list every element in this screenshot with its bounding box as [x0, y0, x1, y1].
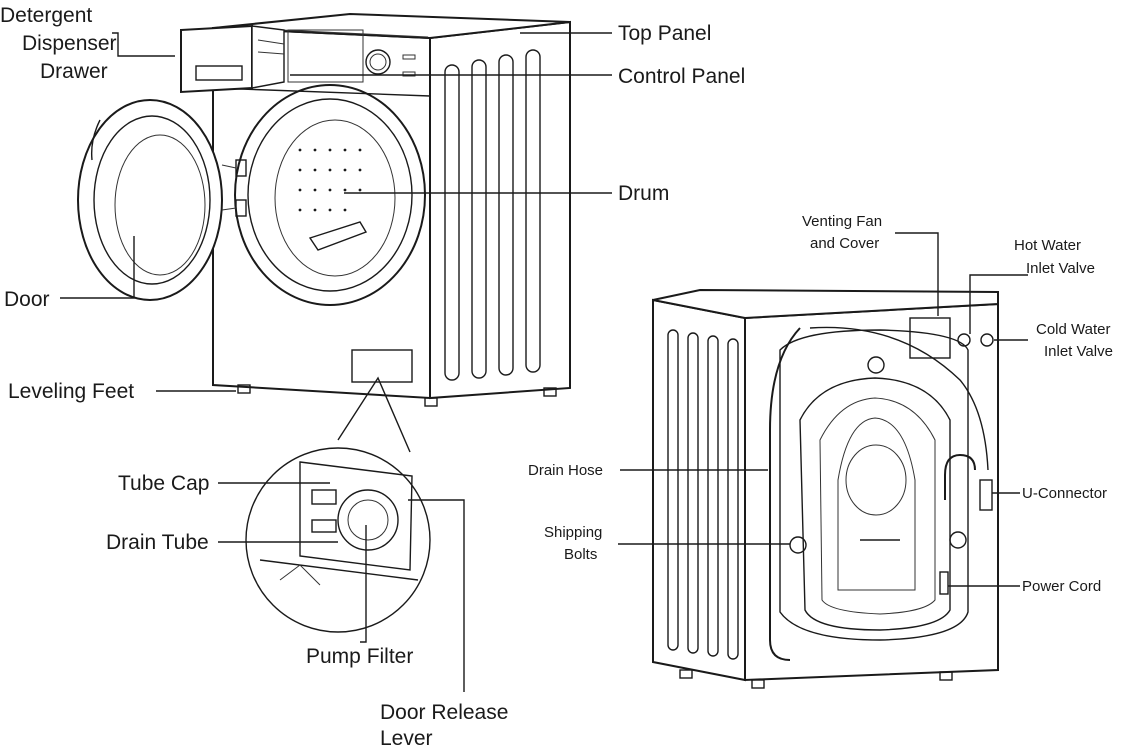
venting-fan-label-2: and Cover — [810, 235, 879, 252]
drain-tube-label: Drain Tube — [106, 531, 209, 554]
pump-filter-zoom — [245, 376, 431, 633]
door-release-lever-label-2: Lever — [380, 727, 433, 750]
pump-filter-label: Pump Filter — [306, 645, 413, 668]
hot-water-valve-label-1: Hot Water — [1014, 237, 1081, 254]
detergent-drawer-label-3: Drawer — [40, 60, 108, 83]
rear-view-machine — [652, 288, 999, 689]
tube-cap-label: Tube Cap — [118, 472, 209, 495]
drum-opening — [234, 84, 426, 306]
shipping-bolts-label-2: Bolts — [564, 546, 597, 563]
control-panel-label: Control Panel — [618, 65, 745, 88]
open-door — [77, 99, 247, 301]
leveling-feet-label: Leveling Feet — [8, 380, 134, 403]
detergent-drawer-label-2: Dispenser — [22, 32, 117, 55]
labels: Detergent Dispenser Drawer Top Panel Con… — [0, 4, 1113, 750]
cold-water-valve-label-2: Inlet Valve — [1044, 343, 1113, 360]
door-release-lever-label-1: Door Release — [380, 701, 508, 724]
leader-lines — [60, 32, 1028, 692]
front-view-machine — [77, 12, 571, 407]
hot-water-valve-label-2: Inlet Valve — [1026, 260, 1095, 277]
shipping-bolts-label-1: Shipping — [544, 524, 602, 541]
drum-label: Drum — [618, 182, 669, 205]
u-connector-label: U-Connector — [1022, 485, 1107, 502]
detergent-drawer — [180, 24, 285, 94]
detergent-drawer-label-1: Detergent — [0, 4, 92, 27]
side-ribs — [444, 49, 541, 381]
top-panel-label: Top Panel — [618, 22, 711, 45]
cold-water-valve-label-1: Cold Water — [1036, 321, 1110, 338]
door-label: Door — [4, 288, 50, 311]
venting-fan-label-1: Venting Fan — [802, 213, 882, 230]
drain-hose-label: Drain Hose — [528, 462, 603, 479]
power-cord-label: Power Cord — [1022, 578, 1101, 595]
